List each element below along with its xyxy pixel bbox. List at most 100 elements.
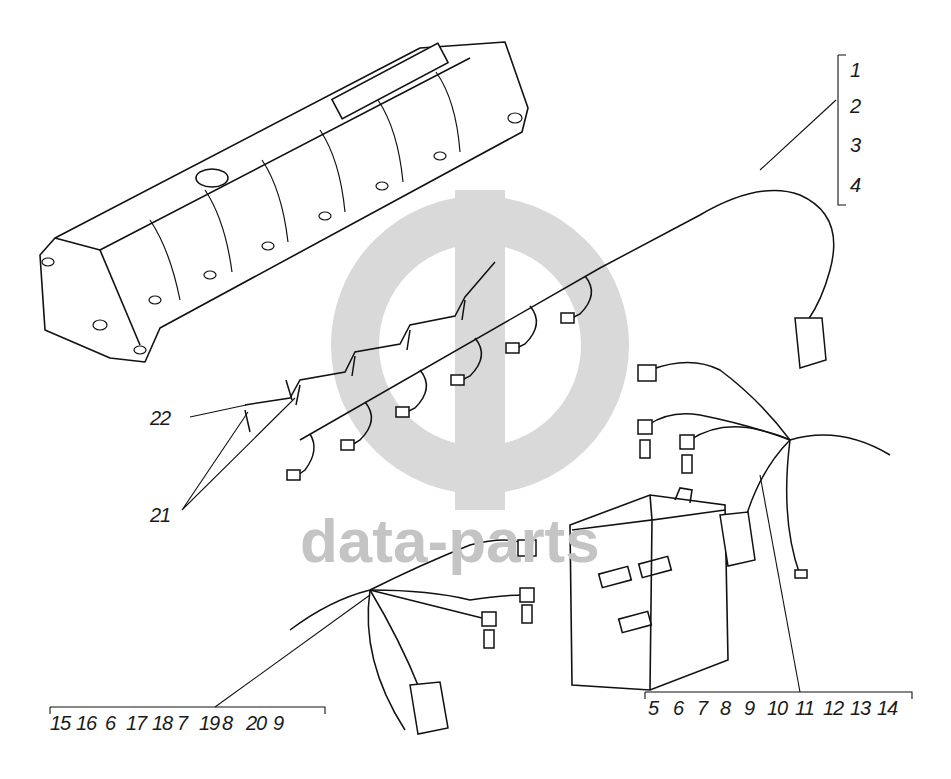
ecu <box>639 556 672 577</box>
valve-cover <box>196 169 228 187</box>
callout-number: 9 <box>744 698 754 718</box>
leader-lines <box>215 595 370 707</box>
sensor-harness-left <box>370 590 490 620</box>
sensor-harness-left <box>368 590 405 730</box>
sensor-harness-right <box>638 420 652 434</box>
callout-number: 7 <box>697 698 707 718</box>
sensor-harness-right <box>640 440 650 458</box>
valve-cover <box>332 43 448 119</box>
valve-cover <box>378 100 403 182</box>
sensor-harness-right <box>787 440 800 575</box>
valve-cover <box>262 160 288 242</box>
callout-number: 17 <box>126 713 146 733</box>
valve-cover <box>150 72 460 300</box>
callout-number: 16 <box>76 713 96 733</box>
injector-harness <box>287 191 834 481</box>
injector-harness <box>407 370 426 412</box>
callout-number: 22 <box>150 408 170 428</box>
leader-lines <box>190 405 246 417</box>
injector-harness <box>462 338 481 380</box>
sensor-harness-left <box>370 590 525 600</box>
valve-cover <box>205 190 232 272</box>
sensor-harness-right <box>638 365 656 381</box>
leader-lines <box>838 55 846 205</box>
callout-number: 12 <box>823 698 843 718</box>
callout-number: 18 <box>152 713 172 733</box>
injector-harness <box>300 191 834 441</box>
callout-number: 14 <box>877 698 897 718</box>
sensor-harness-right <box>682 455 692 473</box>
callout-number: 9 <box>273 713 283 733</box>
callout-number: 21 <box>150 505 170 525</box>
injector-harness <box>506 343 519 353</box>
leader-lines <box>760 100 836 170</box>
valve-cover <box>40 42 528 362</box>
valve-cover <box>319 212 331 220</box>
callout-number: 3 <box>850 135 860 155</box>
sensor-harness-left <box>410 682 448 734</box>
ecu <box>619 611 652 632</box>
callout-number: 4 <box>850 175 860 195</box>
callout-number: 13 <box>850 698 870 718</box>
injector-harness <box>287 313 826 480</box>
valve-cover <box>40 42 528 362</box>
injector-harness <box>298 434 314 475</box>
watermark: data-parts <box>300 510 600 572</box>
leader-lines <box>760 475 800 692</box>
valve-cover <box>150 220 180 300</box>
valve-cover <box>262 242 274 250</box>
fuel-rail <box>245 300 465 432</box>
injector-harness <box>396 407 409 417</box>
callout-number: 19 <box>199 713 219 733</box>
injector-harness <box>572 276 591 318</box>
fuel-rail <box>245 262 495 432</box>
sensor-harness-left <box>522 605 532 623</box>
valve-cover <box>508 113 522 123</box>
valve-cover <box>149 296 161 304</box>
valve-cover <box>204 271 216 279</box>
callout-number: 10 <box>767 698 787 718</box>
watermark-logo <box>355 190 605 510</box>
sensor-harness-right <box>720 512 755 566</box>
sensor-harness-left <box>484 630 494 648</box>
injector-harness <box>561 313 574 323</box>
injector-harness <box>287 470 300 480</box>
sensor-harness-right <box>648 414 790 440</box>
callout-number: 5 <box>648 698 658 718</box>
sensor-harness-right <box>638 365 807 578</box>
injector-harness <box>795 318 826 368</box>
callout-number: 6 <box>105 713 115 733</box>
injector-harness <box>352 402 371 445</box>
valve-cover <box>376 182 388 190</box>
valve-cover <box>320 130 345 212</box>
callout-number: 2 <box>850 96 860 116</box>
sensor-harness-right <box>795 570 807 578</box>
valve-cover <box>42 258 54 266</box>
callout-number: 8 <box>222 713 232 733</box>
ecu <box>599 566 632 587</box>
valve-cover <box>42 113 522 354</box>
sensor-harness-right <box>745 440 790 520</box>
injector-harness <box>517 306 536 348</box>
injector-harness <box>341 440 354 450</box>
ecu <box>675 488 692 503</box>
callout-number: 20 <box>246 713 266 733</box>
sensor-harness-left <box>482 612 496 626</box>
injector-harness <box>451 375 464 385</box>
valve-cover <box>434 152 446 160</box>
fuel-rail <box>245 262 495 405</box>
valve-cover <box>93 320 107 330</box>
sensor-harness-right <box>690 427 790 440</box>
sensor-harness-right <box>650 363 890 456</box>
leader-lines <box>182 398 295 510</box>
callout-number: 7 <box>177 713 187 733</box>
valve-cover <box>436 72 460 152</box>
valve-cover <box>134 346 146 354</box>
watermark-logo <box>455 190 505 510</box>
sensor-harness-right <box>680 435 694 449</box>
valve-cover <box>55 58 470 250</box>
leader-lines <box>50 55 912 714</box>
callout-number: 8 <box>720 698 730 718</box>
